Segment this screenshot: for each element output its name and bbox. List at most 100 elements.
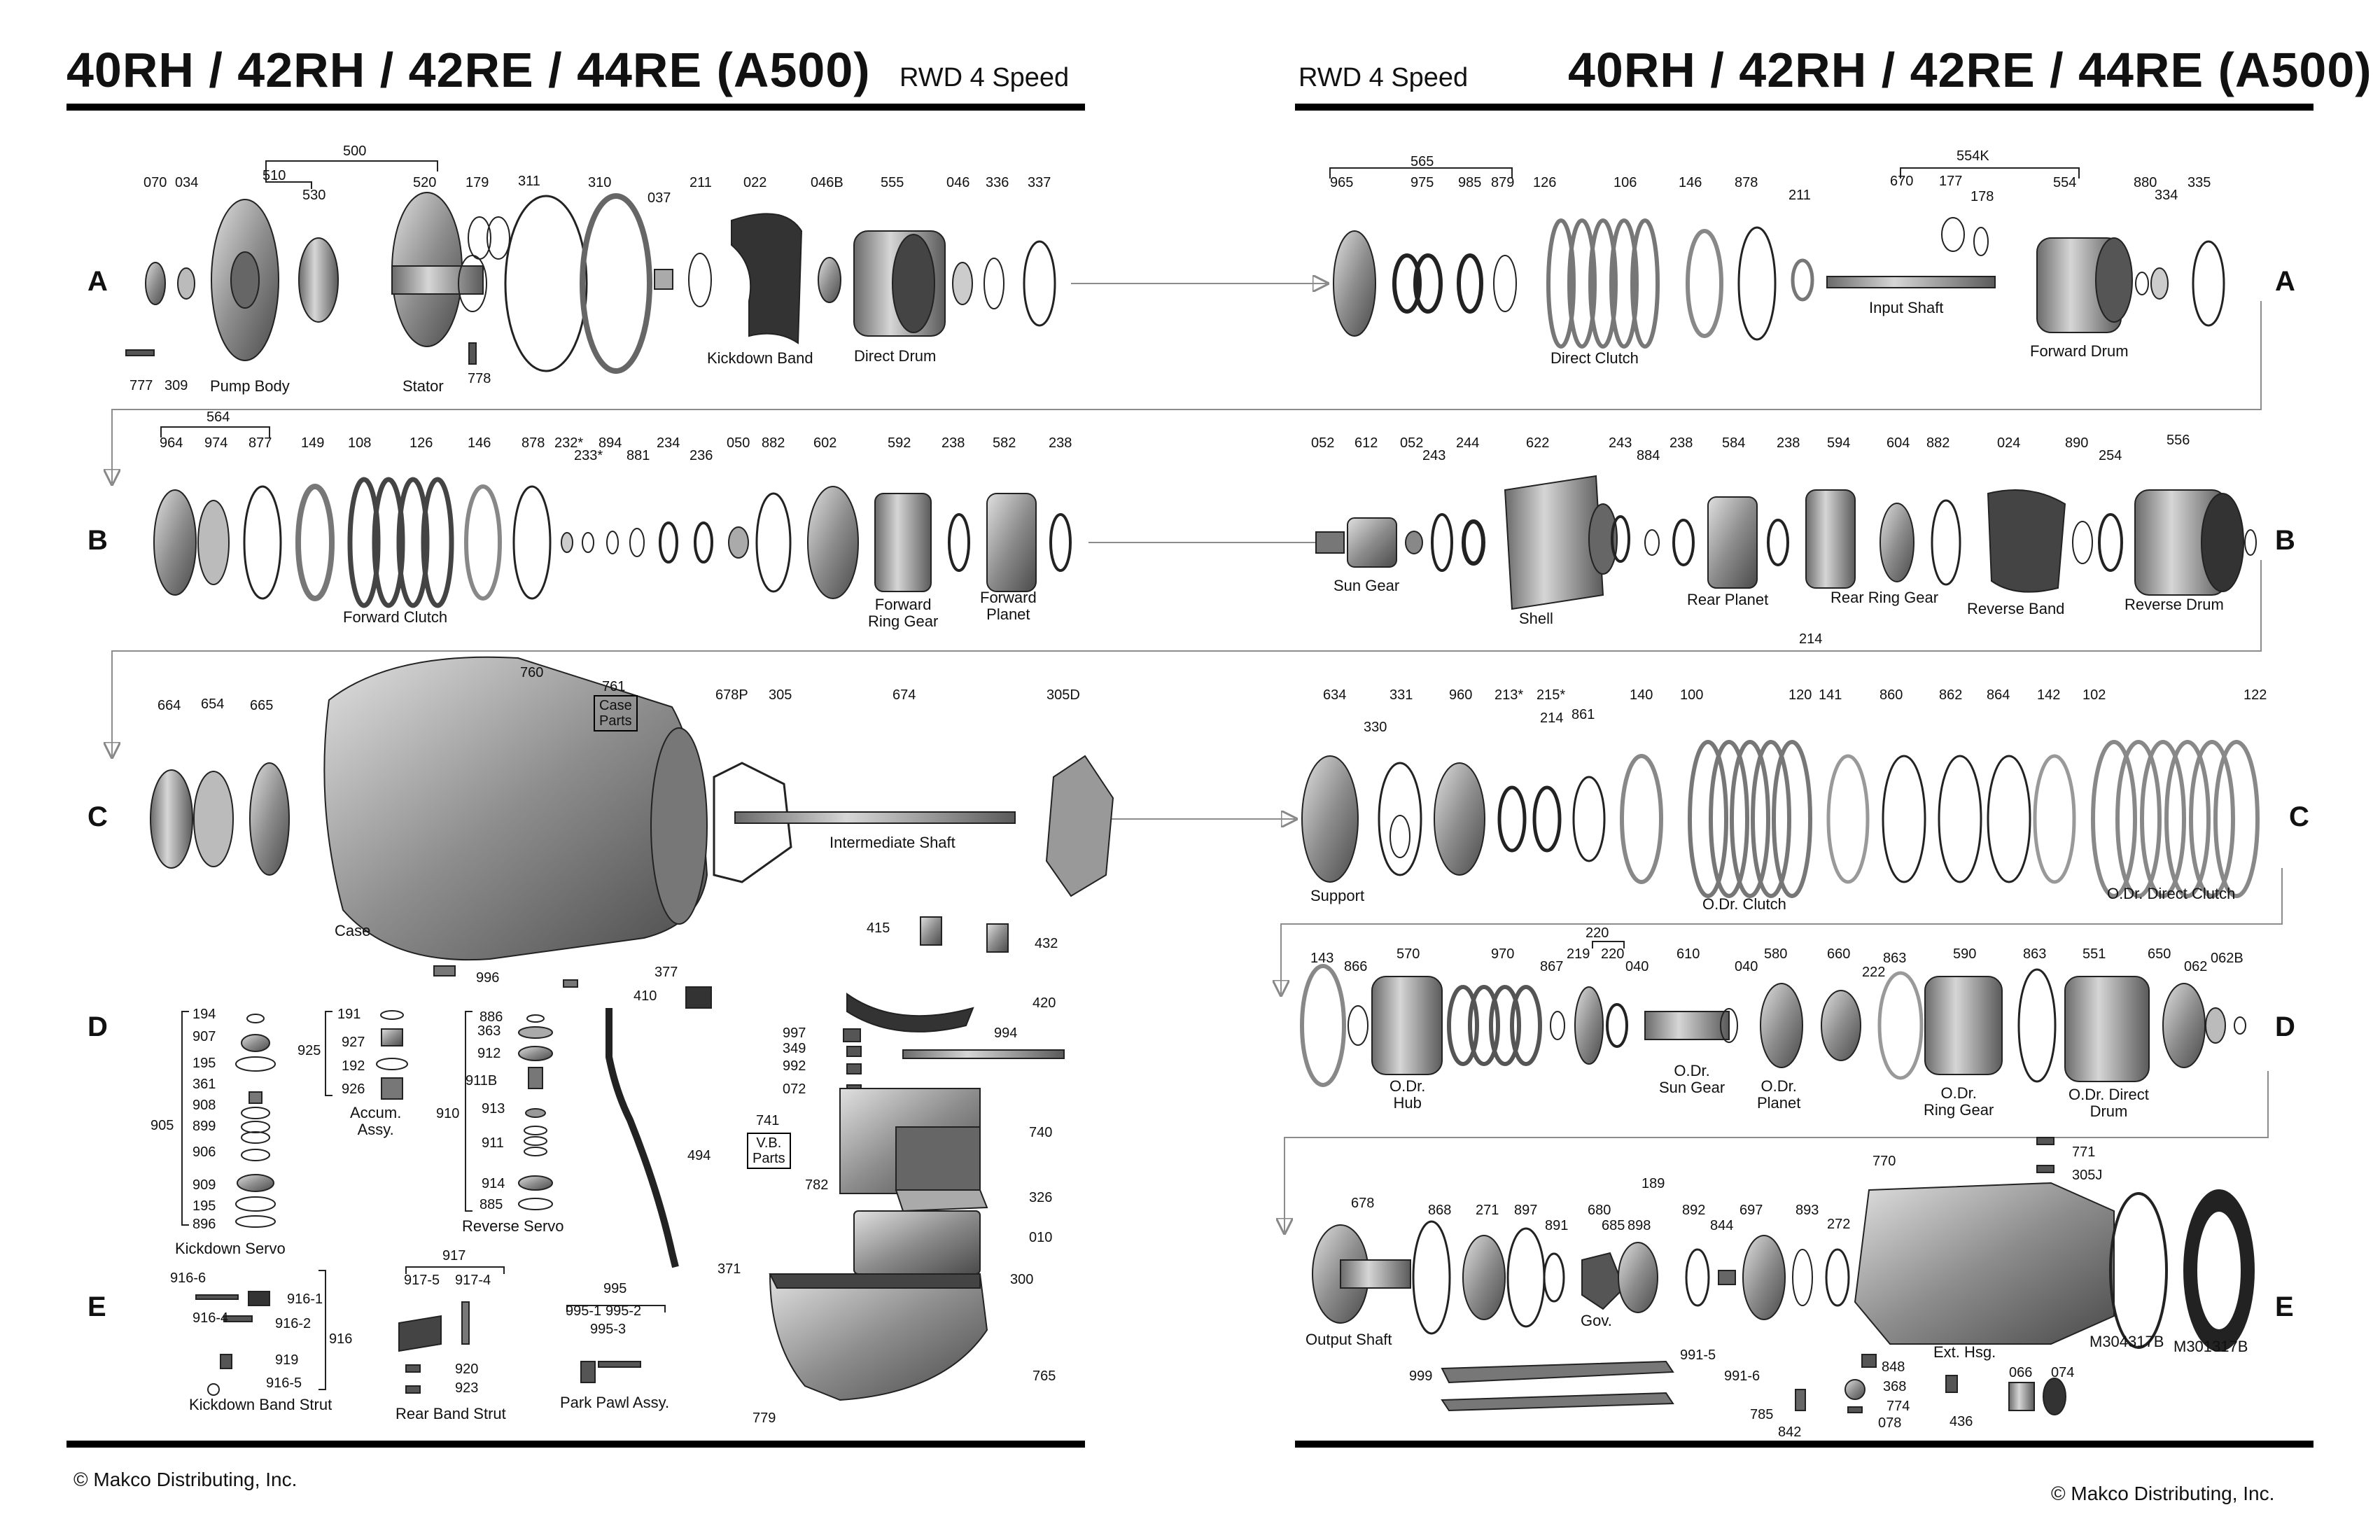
part-number-label: 050 [727, 435, 750, 451]
part-number-label: 975 [1410, 175, 1434, 190]
part-number-label: 917-4 [455, 1273, 491, 1288]
caption-od-ring-gear-text: O.Dr. Ring Gear [1924, 1084, 1994, 1119]
part-number-label: 580 [1764, 946, 1788, 962]
part-number-label: 863 [1883, 951, 1907, 966]
part-number-label: 892 [1682, 1203, 1706, 1218]
part-number-label: 778 [468, 371, 491, 386]
part-number-label: 880 [2134, 175, 2157, 190]
caption-od-clutch: O.Dr. Clutch [1702, 895, 1786, 913]
caption-od-direct-clutch: O.Dr. Direct Clutch [2107, 885, 2236, 902]
caption-kickdown-band-strut: Kickdown Band Strut [189, 1396, 332, 1413]
part-number-label: 678P [715, 687, 748, 703]
part-number-label: 254 [2099, 448, 2122, 463]
part-number-label: 070 [144, 175, 167, 190]
caption-od-sun-gear-text: O.Dr. Sun Gear [1659, 1062, 1726, 1096]
header-rule-left [66, 104, 1085, 111]
part-number-label: 530 [302, 188, 326, 203]
part-number-label: 914 [482, 1176, 505, 1191]
part-number-label: 106 [1614, 175, 1637, 190]
part-number-label: 923 [455, 1380, 479, 1396]
part-number-label: 219 [1567, 946, 1590, 962]
part-number-label: 907 [192, 1029, 216, 1044]
part-number-label: 102 [2082, 687, 2106, 703]
part-number-label: 777 [130, 378, 153, 393]
part-number-label: 584 [1722, 435, 1746, 451]
caption-reverse-band: Reverse Band [1967, 600, 2065, 617]
part-number-label: 140 [1630, 687, 1653, 703]
part-number-label: 564 [206, 410, 230, 425]
part-number-label: 985 [1458, 175, 1482, 190]
part-number-label: 238 [1670, 435, 1693, 451]
part-number-label: 349 [783, 1041, 806, 1056]
part-number-label: 520 [413, 175, 437, 190]
part-number-label: 916-4 [192, 1310, 229, 1326]
part-number-label: 234 [657, 435, 680, 451]
row-d-right-parts [1300, 964, 2246, 1087]
part-number-label: 120 [1788, 687, 1812, 703]
part-number-label: 765 [1032, 1368, 1056, 1384]
row-e-left-parts [195, 1291, 641, 1396]
part-number-label: 177 [1939, 174, 1963, 189]
part-number-label: 142 [2037, 687, 2061, 703]
caption-case: Case [335, 922, 371, 939]
part-number-label: 974 [204, 435, 228, 451]
part-number-label: 244 [1456, 435, 1480, 451]
part-number-label: 785 [1750, 1407, 1774, 1422]
part-number-label: 551 [2082, 946, 2106, 962]
part-number-label: 594 [1827, 435, 1851, 451]
part-number-label: 214 [1540, 710, 1564, 726]
caption-sun-gear: Sun Gear [1334, 577, 1400, 594]
part-number-label: 243 [1422, 448, 1446, 463]
part-number-label: 908 [192, 1098, 216, 1113]
part-number-label: 897 [1514, 1203, 1538, 1218]
caption-forward-drum: Forward Drum [2030, 342, 2129, 360]
row-label-d-left: D [88, 1011, 108, 1042]
accumulator-stack [376, 1010, 408, 1100]
caption-accum-assy-text: Accum. Assy. [350, 1104, 402, 1138]
part-number-label: 052 [1311, 435, 1335, 451]
part-number-label: 741 [756, 1113, 780, 1128]
part-number-label: 866 [1344, 959, 1368, 974]
part-number-label: 860 [1879, 687, 1903, 703]
part-number-label: 779 [752, 1410, 776, 1426]
caption-od-planet-text: O.Dr. Planet [1757, 1077, 1801, 1112]
part-number-label: 680 [1588, 1203, 1611, 1218]
caption-od-hub: O.Dr. Hub [1390, 1078, 1425, 1112]
caption-rear-band-strut: Rear Band Strut [396, 1405, 506, 1422]
part-number-label: 670 [1890, 174, 1914, 189]
caption-ext-hsg: Ext. Hsg. [1933, 1343, 1996, 1361]
part-number-label: 622 [1526, 435, 1550, 451]
caption-forward-ring-gear-text: Forward Ring Gear [868, 596, 939, 630]
part-number-label: 238 [1777, 435, 1800, 451]
part-number-label: 925 [298, 1043, 321, 1058]
part-number-label: 890 [2065, 435, 2089, 451]
caption-kickdown-band: Kickdown Band [707, 349, 813, 367]
caption-od-planet: O.Dr. Planet [1757, 1078, 1800, 1112]
part-number-label: 141 [1819, 687, 1842, 703]
part-number-label: 510 [262, 168, 286, 183]
part-number-label: 610 [1676, 946, 1700, 962]
part-number-label: 884 [1637, 448, 1660, 463]
part-number-label: 882 [762, 435, 785, 451]
part-number-label: 878 [522, 435, 545, 451]
part-number-label: 740 [1029, 1125, 1053, 1140]
part-number-label: 612 [1354, 435, 1378, 451]
part-number-label: 410 [634, 988, 657, 1004]
part-number-label: 881 [626, 448, 650, 463]
kickdown-servo-stack [235, 1014, 276, 1228]
part-number-label: 222 [1862, 965, 1886, 980]
part-number-label: 436 [1949, 1414, 1973, 1429]
row-label-e-right: E [2275, 1292, 2294, 1322]
part-number-label: 878 [1735, 175, 1758, 190]
part-number-label: 062B [2211, 951, 2244, 966]
part-number-label: 891 [1545, 1218, 1569, 1233]
caption-stator: Stator [402, 377, 444, 395]
part-number-label: 995-2 [606, 1303, 642, 1319]
part-number-label: 862 [1939, 687, 1963, 703]
part-number-label: 927 [342, 1035, 365, 1050]
caption-vb-parts-text: V.B. Parts [752, 1135, 785, 1166]
part-number-label: 146 [468, 435, 491, 451]
part-number-label: 685 [1602, 1218, 1625, 1233]
part-number-label: 771 [2072, 1144, 2096, 1160]
